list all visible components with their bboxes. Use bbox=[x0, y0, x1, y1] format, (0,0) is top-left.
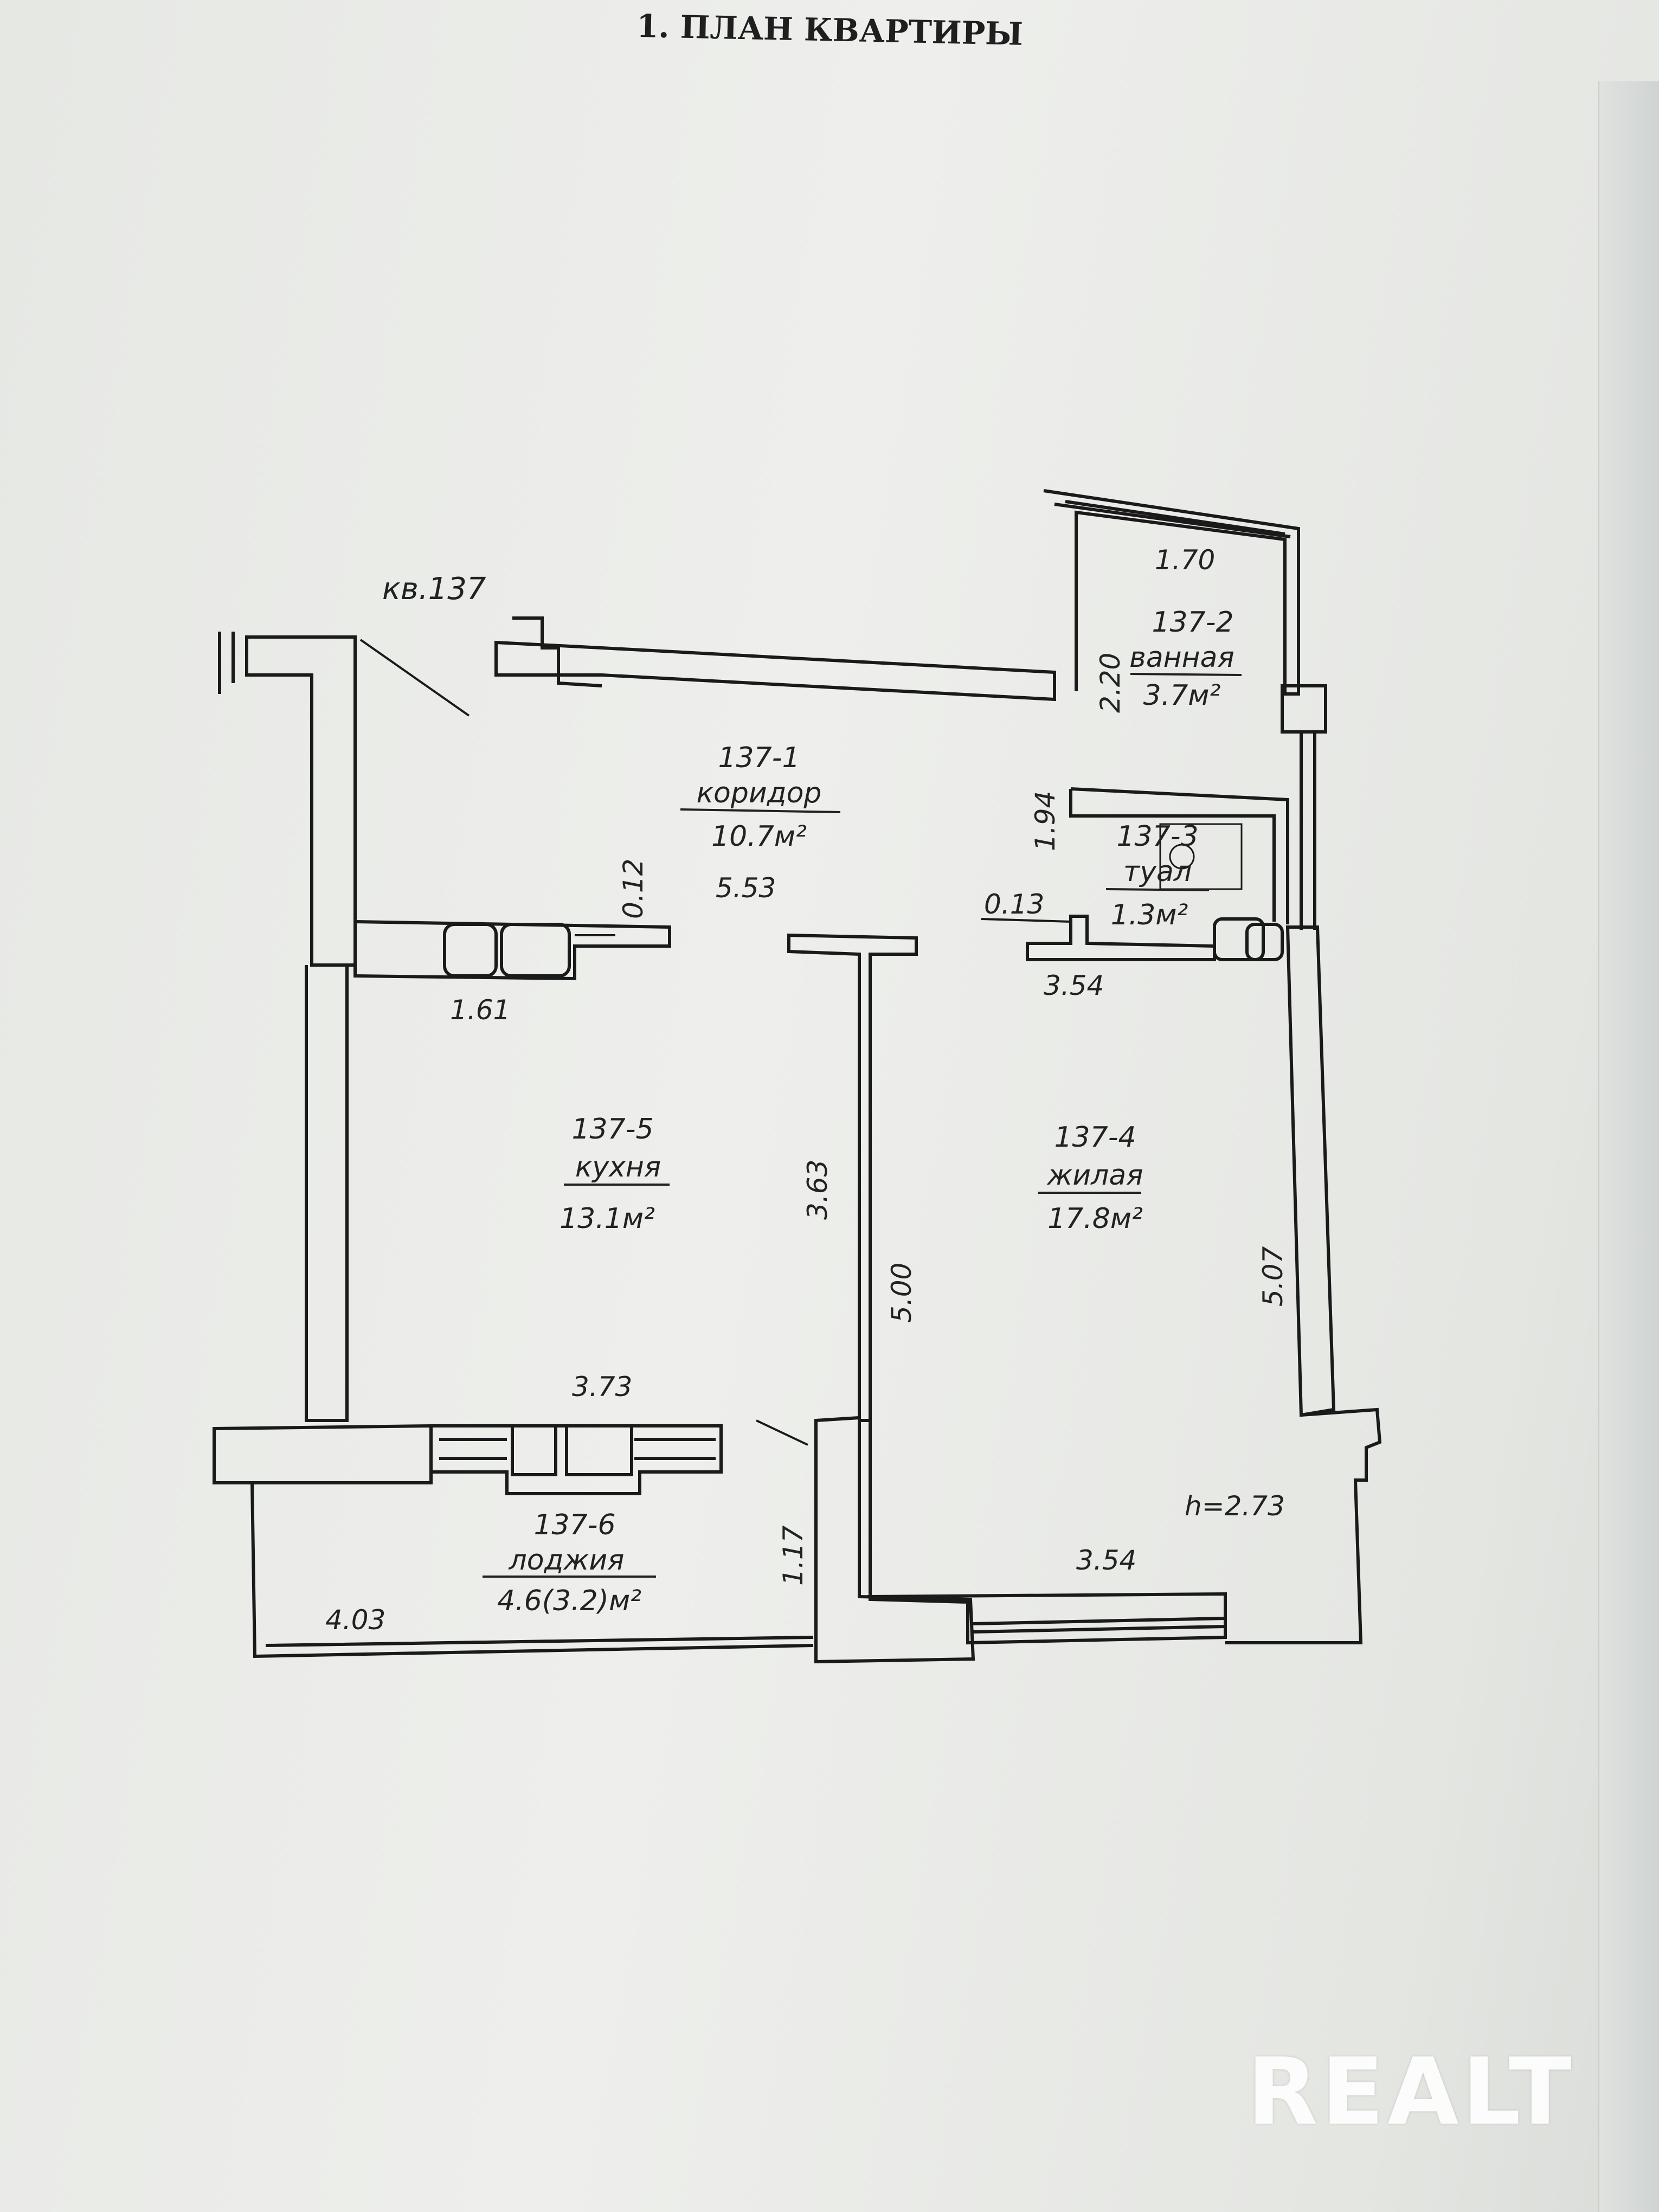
room-137-3: 137-3 туал 1.3м² bbox=[1105, 820, 1210, 931]
room-137-6: 137-6 лоджия 4.6(3.2)м² bbox=[483, 1509, 656, 1617]
svg-text:137-1: 137-1 bbox=[718, 742, 800, 774]
apartment-label: кв.137 bbox=[382, 571, 486, 607]
room-137-5: 137-5 кухня 13.1м² bbox=[560, 1113, 670, 1235]
dim-wall-013: 0.13 bbox=[984, 889, 1044, 920]
room-137-1: 137-1 коридор 10.7м² bbox=[680, 742, 841, 853]
wall-exterior-top-left bbox=[218, 632, 357, 967]
wall-toilet bbox=[1069, 787, 1289, 924]
dim-living-depth: 5.07 bbox=[1257, 1246, 1289, 1307]
dim-wall-012: 0.12 bbox=[618, 859, 649, 919]
svg-text:137-5: 137-5 bbox=[571, 1113, 653, 1146]
svg-text:кухня: кухня bbox=[575, 1151, 661, 1184]
dim-living-width: 3.54 bbox=[1076, 1545, 1136, 1576]
svg-text:137-2: 137-2 bbox=[1152, 606, 1233, 639]
next-page-edge bbox=[1598, 81, 1659, 2212]
dim-loggia-len: 4.03 bbox=[325, 1604, 385, 1636]
wall-corridor-top bbox=[494, 640, 1056, 702]
wall-living-right bbox=[1285, 925, 1336, 1417]
dim-corridor-len: 5.53 bbox=[716, 872, 776, 904]
svg-text:ванная: ванная bbox=[1129, 641, 1234, 674]
dim-toilet-width: 3.54 bbox=[1044, 970, 1104, 1001]
wall-kitchen-left bbox=[305, 965, 349, 1422]
svg-text:17.8м²: 17.8м² bbox=[1047, 1203, 1143, 1235]
entrance-door-swing bbox=[359, 639, 470, 717]
wall-loggia-corner bbox=[814, 1416, 975, 1664]
wall-bathroom bbox=[1043, 489, 1300, 696]
wall-living-bottom bbox=[867, 1420, 1227, 1645]
dim-bath-depth: 2.20 bbox=[1095, 653, 1126, 713]
dim-partition-len: 5.00 bbox=[886, 1263, 917, 1323]
svg-text:коридор: коридор bbox=[697, 777, 822, 809]
svg-text:4.6(3.2)м²: 4.6(3.2)м² bbox=[497, 1585, 641, 1617]
svg-text:13.1м²: 13.1м² bbox=[560, 1203, 655, 1235]
dim-kitchen-width: 3.73 bbox=[572, 1371, 632, 1403]
svg-text:1.3м²: 1.3м² bbox=[1111, 899, 1188, 931]
svg-text:лоджия: лоджия bbox=[509, 1544, 625, 1577]
dim-loggia-depth: 1.17 bbox=[777, 1525, 809, 1586]
window-kitchen bbox=[431, 1424, 723, 1495]
wall-toilet-bottom bbox=[1026, 915, 1216, 961]
realt-watermark-logo: REALT bbox=[1247, 2039, 1575, 2146]
loggia-outline bbox=[250, 1482, 814, 1658]
dim-bath-width: 1.70 bbox=[1155, 544, 1215, 576]
svg-text:туал: туал bbox=[1123, 856, 1192, 888]
dim-kitchen-top: 1.61 bbox=[450, 994, 510, 1026]
svg-text:10.7м²: 10.7м² bbox=[711, 820, 807, 853]
ceiling-height: h=2.73 bbox=[1185, 1490, 1285, 1522]
svg-text:жилая: жилая bbox=[1046, 1159, 1143, 1192]
svg-text:137-4: 137-4 bbox=[1054, 1121, 1136, 1154]
wall-kitchen-bottom bbox=[213, 1424, 433, 1484]
room-137-4: 137-4 жилая 17.8м² bbox=[1038, 1121, 1143, 1235]
svg-text:3.7м²: 3.7м² bbox=[1143, 679, 1221, 712]
dim-kitchen-depth: 3.63 bbox=[802, 1160, 833, 1220]
wall-kitchen-top bbox=[353, 919, 671, 981]
svg-text:137-6: 137-6 bbox=[533, 1509, 615, 1541]
svg-text:137-3: 137-3 bbox=[1116, 820, 1198, 853]
dim-toilet-depth: 1.94 bbox=[1030, 791, 1061, 851]
room-137-2: 137-2 ванная 3.7м² bbox=[1129, 606, 1242, 712]
loggia-door-swing bbox=[756, 1419, 808, 1446]
